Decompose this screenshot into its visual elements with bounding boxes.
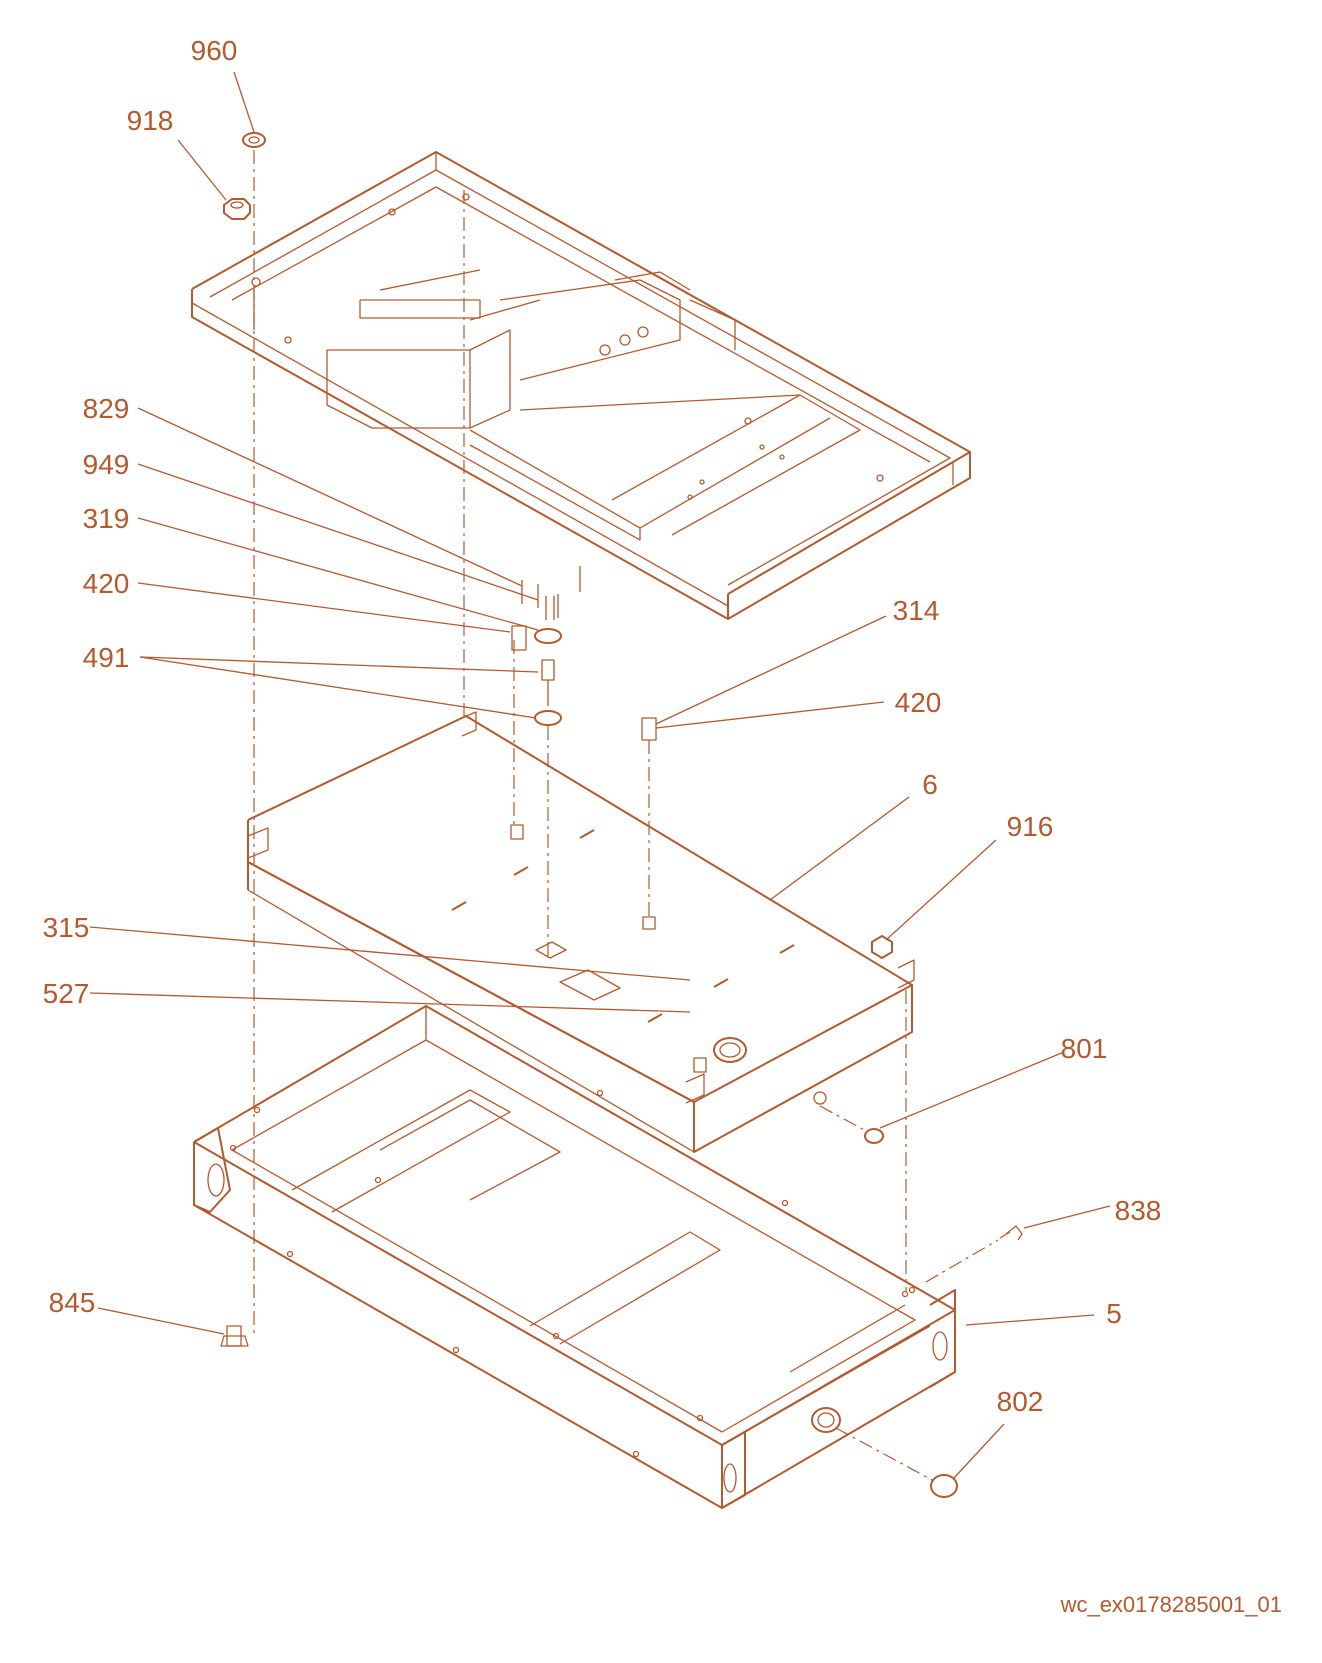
callout-918: 918 [127,105,174,136]
callout-960: 960 [191,35,238,66]
diagram-artwork [89,71,1111,1509]
nut-918 [223,198,251,220]
callout-314: 314 [893,595,940,626]
washer-960 [242,132,266,148]
callout-916: 916 [1007,811,1054,842]
callout-491: 491 [83,642,130,673]
callout-420-right: 420 [895,687,942,718]
leader-lines [89,71,1111,1479]
callout-829: 829 [83,393,130,424]
callout-315: 315 [43,912,90,943]
tank [247,711,915,1153]
callout-838: 838 [1115,1195,1162,1226]
callout-5: 5 [1106,1298,1122,1329]
callout-802: 802 [997,1386,1044,1417]
alignment-lines [253,150,999,1481]
callout-845: 845 [49,1287,96,1318]
nut-916 [871,935,893,959]
hardware [220,132,1023,1498]
callout-420-left: 420 [83,568,130,599]
base-pan [193,1005,956,1509]
plug-802 [930,1474,958,1498]
callout-527: 527 [43,978,90,1009]
drawing-code: wc_ex0178285001_01 [1060,1592,1282,1617]
callout-319: 319 [83,503,130,534]
callout-6: 6 [922,769,938,800]
callout-801: 801 [1061,1033,1108,1064]
bolt-838 [1005,1225,1023,1241]
top-frame [191,151,971,620]
callout-949: 949 [83,449,130,480]
spacer-801 [864,1128,884,1144]
callout-labels: 960 918 829 949 319 420 491 314 420 6 91… [43,35,1162,1417]
